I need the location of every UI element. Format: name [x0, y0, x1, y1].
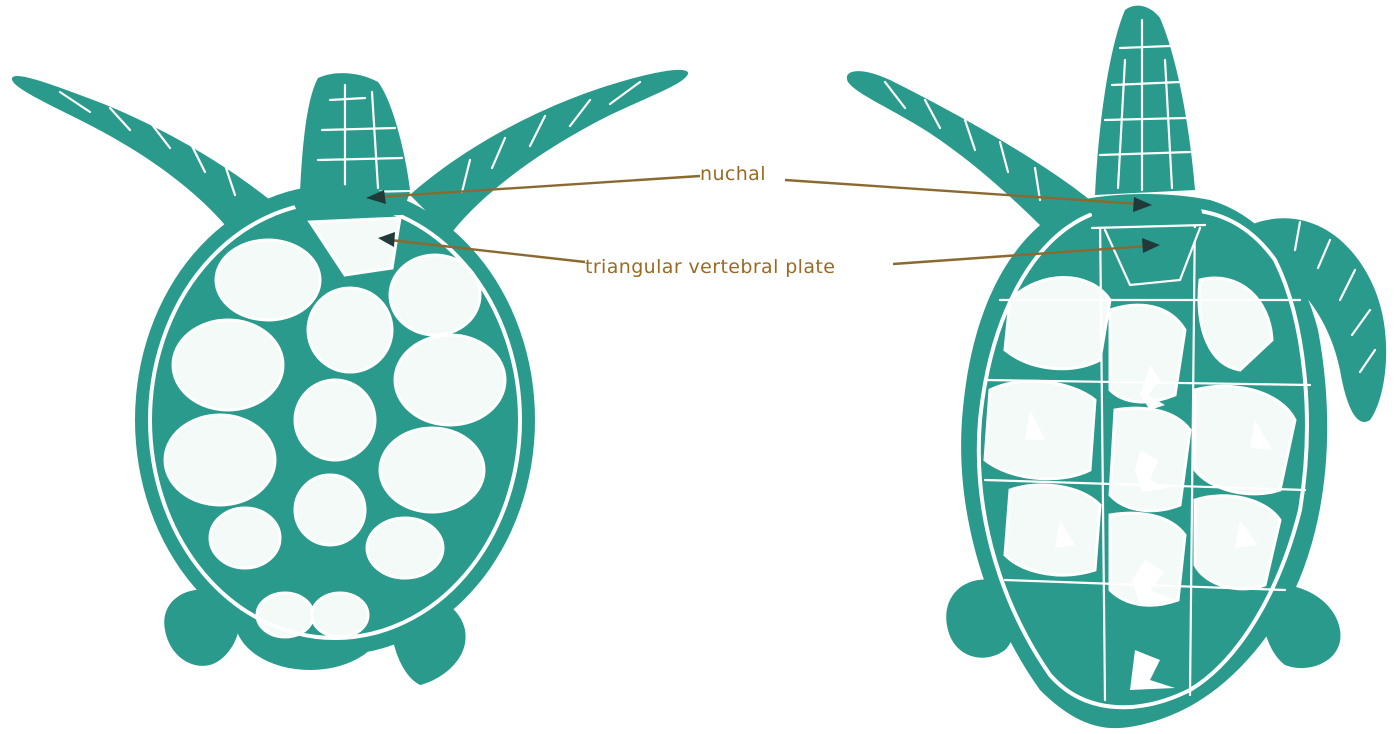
- left-turtle-costal-scute-4l: [210, 508, 280, 568]
- right-turtle: [847, 6, 1386, 729]
- left-turtle-vertebral-scute-2: [308, 288, 392, 372]
- left-turtle-costal-scute-2l: [173, 320, 283, 410]
- left-turtle-vertebral-scute-3: [295, 380, 375, 460]
- left-turtle-costal-scute-3r: [380, 428, 484, 512]
- left-turtle-head: [300, 73, 410, 192]
- left-turtle-costal-scute-1r: [390, 255, 480, 335]
- nuchal-leader-right: [785, 180, 1140, 204]
- left-turtle: [12, 70, 688, 685]
- right-turtle-head: [1095, 6, 1195, 195]
- left-turtle-costal-scute-1l: [216, 240, 320, 320]
- triangular-vertebral-plate-label: triangular vertebral plate: [585, 256, 835, 278]
- left-turtle-costal-scute-3l: [165, 415, 275, 505]
- left-turtle-front-left-flipper: [12, 76, 270, 225]
- left-turtle-costal-scute-2r: [395, 335, 505, 425]
- left-turtle-costal-scute-4r: [367, 518, 443, 578]
- nuchal-label: nuchal: [700, 163, 766, 185]
- left-turtle-vertebral-scute-4: [295, 475, 365, 545]
- left-turtle-front-right-flipper: [410, 70, 688, 235]
